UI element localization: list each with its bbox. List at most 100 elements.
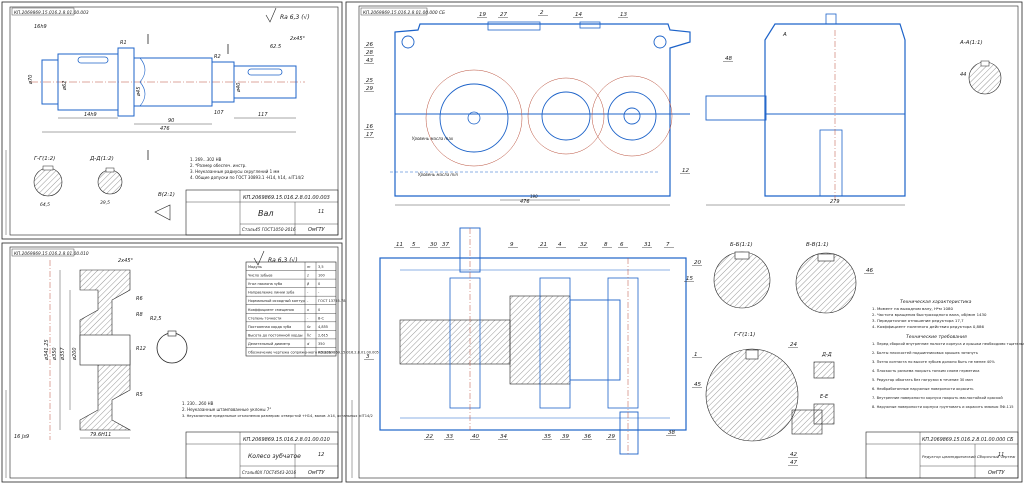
callout-number: 34: [500, 434, 507, 440]
callout-number: 29: [366, 86, 373, 92]
callout-number: 37: [442, 242, 449, 248]
svg-text:Техническая характеристика: Техническая характеристика: [900, 299, 972, 305]
tech-req-line: 2. Болты плоскостей подшипниковых крышек…: [872, 351, 978, 355]
svg-text:117: 117: [258, 112, 268, 118]
svg-text:ø62: ø62: [62, 81, 68, 91]
svg-text:Д-Д: Д-Д: [821, 352, 832, 358]
callout-number: 26: [366, 42, 373, 48]
svg-text:39,5: 39,5: [100, 200, 110, 206]
callout-number: 2: [540, 10, 544, 16]
svg-text:3. Неуказанные радиусы скругле: 3. Неуказанные радиусы скруглений 1 мм: [190, 169, 279, 174]
svg-text:14h9: 14h9: [84, 112, 97, 118]
side-view: 279 А: [705, 13, 906, 206]
svg-text:ø350: ø350: [52, 347, 58, 361]
callout-number: 16: [366, 124, 373, 130]
svg-text:16 Js9: 16 Js9: [14, 434, 29, 440]
svg-text:ø45: ø45: [136, 87, 142, 97]
callout-number: 11: [396, 242, 403, 248]
stamps: КП.2069869.15.016.2.8.01.00.003 КП.20698…: [11, 7, 445, 257]
svg-text:1. 230…260 НВ: 1. 230…260 НВ: [182, 401, 214, 406]
callout-number: 42: [790, 452, 797, 458]
gear-title-block: КП.2069869.15.016.2.8.01.00.010 Колесо з…: [185, 431, 339, 479]
assembly-title-block: КП.2069869.15.016.2.8.01.00.000 СБ Редук…: [865, 431, 1019, 479]
svg-text:279: 279: [830, 199, 840, 205]
callout-number: 4: [558, 242, 562, 248]
param-label: Постоянная хорда зуба: [248, 325, 291, 329]
callout-number: 6: [620, 242, 624, 248]
tech-req-line: 1. Перед сборкой внутренние полости корп…: [872, 342, 1024, 346]
callout-number: 31: [644, 242, 651, 248]
front-view: Уровень масла max Уровень масла min 476 …: [390, 21, 691, 206]
callout-number: 32: [580, 242, 587, 248]
svg-text:Уровень масла min: Уровень масла min: [418, 172, 458, 177]
callout-number: 22: [426, 434, 433, 440]
svg-text:КП.2069869.15.016.2.8.01.00.01: КП.2069869.15.016.2.8.01.00.010: [243, 437, 330, 443]
svg-text:R2: R2: [214, 54, 221, 60]
param-value: ГОСТ 13755-78: [318, 299, 345, 303]
svg-text:ø341.25: ø341.25: [44, 339, 50, 361]
param-symbol: m: [307, 265, 311, 269]
svg-text:64,5: 64,5: [40, 202, 50, 208]
param-label: Степень точности: [248, 316, 281, 320]
callout-number: 13: [620, 12, 627, 18]
param-value: 350: [318, 342, 325, 346]
svg-text:62.5: 62.5: [270, 44, 281, 50]
svg-text:R6: R6: [136, 296, 143, 302]
callout-number: 27: [500, 12, 507, 18]
svg-text:79.6H11: 79.6H11: [90, 432, 111, 438]
svg-text:2. Неуказанные штампованные ук: 2. Неуказанные штампованные уклоны 7°: [182, 407, 271, 412]
callout-number: 25: [366, 78, 373, 84]
svg-text:11: 11: [318, 209, 324, 215]
tech-req-line: 3. Пятно контакта по высоте зубьев должн…: [872, 360, 995, 364]
param-label: Высота до постоянной хорды: [248, 333, 303, 337]
tech-req-line: 7. Внутренние поверхности корпуса покрыт…: [872, 396, 1003, 400]
callout-number: 35: [544, 434, 551, 440]
shaft-stamp: КП.2069869.15.016.2.8.01.00.003: [14, 10, 89, 16]
callout-number: 7: [666, 242, 670, 248]
param-symbol: -: [307, 299, 309, 303]
svg-text:2. Частота вращения быстроходн: 2. Частота вращения быстроходного вала, …: [872, 312, 987, 317]
svg-text:Г-Г(1:1): Г-Г(1:1): [734, 332, 755, 338]
callout-number: 19: [479, 12, 486, 18]
svg-text:190: 190: [530, 194, 538, 199]
svg-text:Б-Б(1:1): Б-Б(1:1): [730, 242, 753, 248]
callout-number: 17: [366, 132, 373, 138]
svg-text:16h9: 16h9: [34, 24, 47, 30]
svg-text:Е-Е: Е-Е: [820, 394, 829, 400]
tech-req-line: 8. Наружные поверхности корпуса грунтова…: [872, 405, 1014, 409]
svg-text:R8: R8: [136, 312, 143, 318]
callout-number: 43: [366, 58, 373, 64]
svg-text:Вал: Вал: [258, 209, 274, 218]
param-label: Угол наклона зуба: [248, 282, 282, 286]
roughness-symbol-icon: [253, 250, 265, 266]
callout-number: 9: [510, 242, 514, 248]
param-label: Обозначение чертежа сопряженного колеса: [248, 351, 331, 355]
param-value: 100: [318, 274, 325, 278]
param-symbol: -: [307, 316, 309, 320]
param-label: Коэффициент смещения: [248, 308, 294, 312]
svg-text:476: 476: [160, 126, 170, 132]
svg-text:107: 107: [214, 110, 224, 116]
svg-text:4. Коэффициент полезного дейст: 4. Коэффициент полезного действия редукт…: [872, 324, 985, 329]
svg-text:90: 90: [168, 118, 174, 124]
view-a-a: А-А(1:1) 44: [959, 40, 1002, 95]
svg-text:ОмГТУ: ОмГТУ: [308, 470, 326, 476]
callout-number: 46: [866, 268, 873, 274]
callout-number: 8: [604, 242, 608, 248]
svg-text:R1: R1: [120, 40, 127, 46]
shaft-title-block: КП.2069869.15.016.2.8.01.00.003 Вал Стал…: [185, 189, 339, 236]
svg-text:R5: R5: [136, 392, 143, 398]
param-value: 2,615: [318, 333, 328, 337]
callout-number: 15: [686, 276, 693, 282]
gear-section: ø357 ø350 ø341.25 ø200 2x45° R6 R8 R12 R…: [14, 258, 146, 440]
svg-text:А: А: [782, 32, 787, 38]
callout-number: 36: [584, 434, 591, 440]
roughness-symbol-icon: [265, 7, 277, 23]
param-label: Нормальный исходный контур: [248, 299, 305, 303]
svg-text:ø200: ø200: [72, 347, 78, 361]
param-symbol: -: [307, 291, 309, 295]
param-symbol: z: [306, 274, 309, 278]
